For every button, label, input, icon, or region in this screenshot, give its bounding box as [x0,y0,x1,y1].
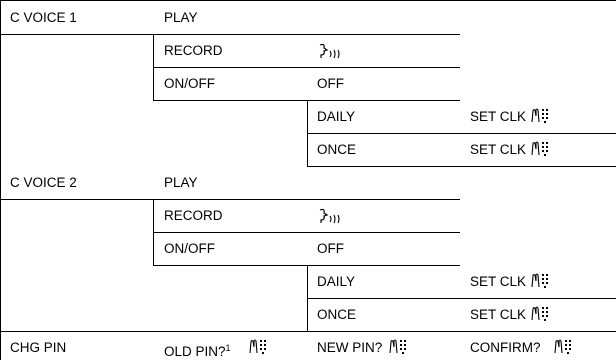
old-pin-label: OLD PIN? [164,344,226,359]
rule [0,331,616,332]
rule [153,100,460,101]
keypad-input-icon [249,339,266,354]
rule [153,199,154,265]
rule [307,265,308,331]
menu-chgpin: CHG PIN [10,340,67,355]
keypad-input-icon [554,339,571,354]
menu-cvoice2-daily-setclk: SET CLK [470,274,527,289]
rule [0,199,460,200]
rule [153,265,460,266]
speak-icon [319,208,340,224]
menu-cvoice1-daily-setclk: SET CLK [470,109,527,124]
rule [307,298,616,299]
menu-chgpin-newpin: NEW PIN? [317,340,383,355]
top-border [0,0,616,1]
rule [0,34,460,35]
menu-cvoice2-record: RECORD [164,208,223,223]
menu-cvoice1-record: RECORD [164,43,223,58]
menu-cvoice2: C VOICE 2 [10,175,77,190]
keypad-input-icon [531,273,548,288]
menu-cvoice2-play: PLAY [164,175,198,190]
rule [307,133,616,134]
menu-cvoice2-off: OFF [317,241,344,256]
keypad-input-icon [531,306,548,321]
menu-cvoice2-daily: DAILY [317,274,356,289]
menu-cvoice1-daily: DAILY [317,109,356,124]
footnote-marker: 1 [225,343,231,353]
rule [153,232,460,233]
rule [307,100,308,166]
rule [307,166,616,167]
menu-cvoice2-onoff: ON/OFF [164,241,215,256]
menu-cvoice1-once: ONCE [317,142,357,157]
menu-chgpin-confirm: CONFIRM? [470,340,541,355]
menu-cvoice2-once-setclk: SET CLK [470,307,527,322]
menu-cvoice1-onoff: ON/OFF [164,76,215,91]
rule [153,34,154,100]
menu-chgpin-oldpin: OLD PIN?1 [164,340,231,360]
menu-cvoice1-off: OFF [317,76,344,91]
rule [153,67,460,68]
menu-cvoice2-once: ONCE [317,307,357,322]
speak-icon [319,43,340,59]
keypad-input-icon [531,141,548,156]
keypad-input-icon [531,108,548,123]
menu-cvoice1-once-setclk: SET CLK [470,142,527,157]
menu-cvoice1: C VOICE 1 [10,10,77,25]
keypad-input-icon [389,339,406,354]
left-border [0,0,1,360]
menu-cvoice1-play: PLAY [164,10,198,25]
